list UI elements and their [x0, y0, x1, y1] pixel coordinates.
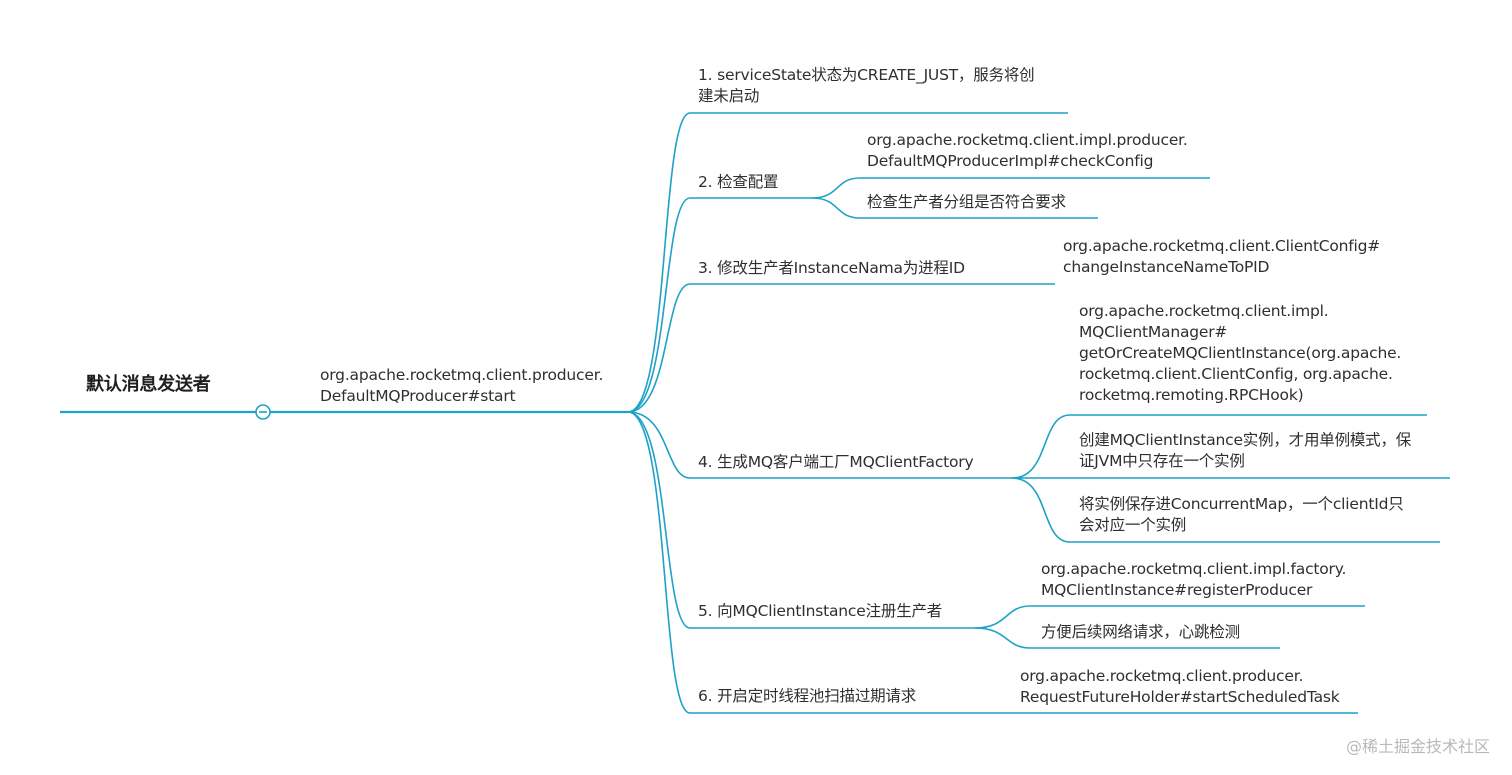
- branch-5-child-1[interactable]: org.apache.rocketmq.client.impl.factory.…: [1041, 559, 1346, 601]
- main-node-line1: org.apache.rocketmq.client.producer.: [320, 366, 604, 384]
- child-line: org.apache.rocketmq.client.impl.: [1079, 302, 1329, 320]
- root-node[interactable]: 默认消息发送者: [86, 374, 211, 395]
- main-node[interactable]: org.apache.rocketmq.client.producer. Def…: [320, 365, 603, 407]
- branch-5-child-2[interactable]: 方便后续网络请求，心跳检测: [1041, 623, 1240, 641]
- child-line: MQClientManager#: [1079, 323, 1228, 341]
- child-line: 证JVM中只存在一个实例: [1079, 452, 1245, 470]
- branch-1-node[interactable]: 1. serviceState状态为CREATE_JUST，服务将创 建未启动: [698, 65, 1035, 107]
- child-line: rocketmq.remoting.RPCHook): [1079, 386, 1304, 404]
- child-line: org.apache.rocketmq.client.impl.producer…: [867, 131, 1188, 149]
- child-line: rocketmq.client.ClientConfig, org.apache…: [1079, 365, 1393, 383]
- branch-2-node[interactable]: 2. 检查配置: [698, 173, 779, 191]
- branch-1-line2: 建未启动: [698, 87, 760, 105]
- watermark: @稀土掘金技术社区: [1345, 737, 1490, 756]
- branch-4-child-2[interactable]: 创建MQClientInstance实例，才用单例模式，保 证JVM中只存在一个…: [1079, 430, 1411, 472]
- child-line: MQClientInstance#registerProducer: [1041, 581, 1313, 599]
- child-line: getOrCreateMQClientInstance(org.apache.: [1079, 344, 1402, 362]
- main-node-line2: DefaultMQProducer#start: [320, 387, 516, 405]
- branch-1-line1: 1. serviceState状态为CREATE_JUST，服务将创: [698, 66, 1035, 84]
- branch-4-node[interactable]: 4. 生成MQ客户端工厂MQClientFactory: [698, 453, 974, 471]
- branch-6-node[interactable]: 6. 开启定时线程池扫描过期请求: [698, 687, 917, 705]
- branch-5-node[interactable]: 5. 向MQClientInstance注册生产者: [698, 602, 943, 620]
- child-line: RequestFutureHolder#startScheduledTask: [1020, 688, 1340, 706]
- child-line: org.apache.rocketmq.client.ClientConfig#: [1063, 237, 1381, 255]
- child-line: 创建MQClientInstance实例，才用单例模式，保: [1079, 431, 1412, 449]
- child-line: 将实例保存进ConcurrentMap，一个clientId只: [1079, 495, 1404, 513]
- child-line: changeInstanceNameToPID: [1063, 258, 1270, 276]
- branch-2-child-1[interactable]: org.apache.rocketmq.client.impl.producer…: [867, 130, 1188, 172]
- branch-4-child-1[interactable]: org.apache.rocketmq.client.impl. MQClien…: [1079, 301, 1401, 406]
- child-line: DefaultMQProducerImpl#checkConfig: [867, 152, 1154, 170]
- child-line: org.apache.rocketmq.client.producer.: [1020, 667, 1304, 685]
- branch-3-child-1[interactable]: org.apache.rocketmq.client.ClientConfig#…: [1063, 236, 1380, 278]
- branch-3-node[interactable]: 3. 修改生产者InstanceNama为进程ID: [698, 259, 965, 277]
- branch-6-child-1[interactable]: org.apache.rocketmq.client.producer. Req…: [1020, 666, 1340, 708]
- child-line: org.apache.rocketmq.client.impl.factory.: [1041, 560, 1347, 578]
- child-line: 会对应一个实例: [1079, 516, 1187, 534]
- branch-4-child-3[interactable]: 将实例保存进ConcurrentMap，一个clientId只 会对应一个实例: [1079, 494, 1404, 536]
- branch-2-child-2[interactable]: 检查生产者分组是否符合要求: [867, 193, 1066, 211]
